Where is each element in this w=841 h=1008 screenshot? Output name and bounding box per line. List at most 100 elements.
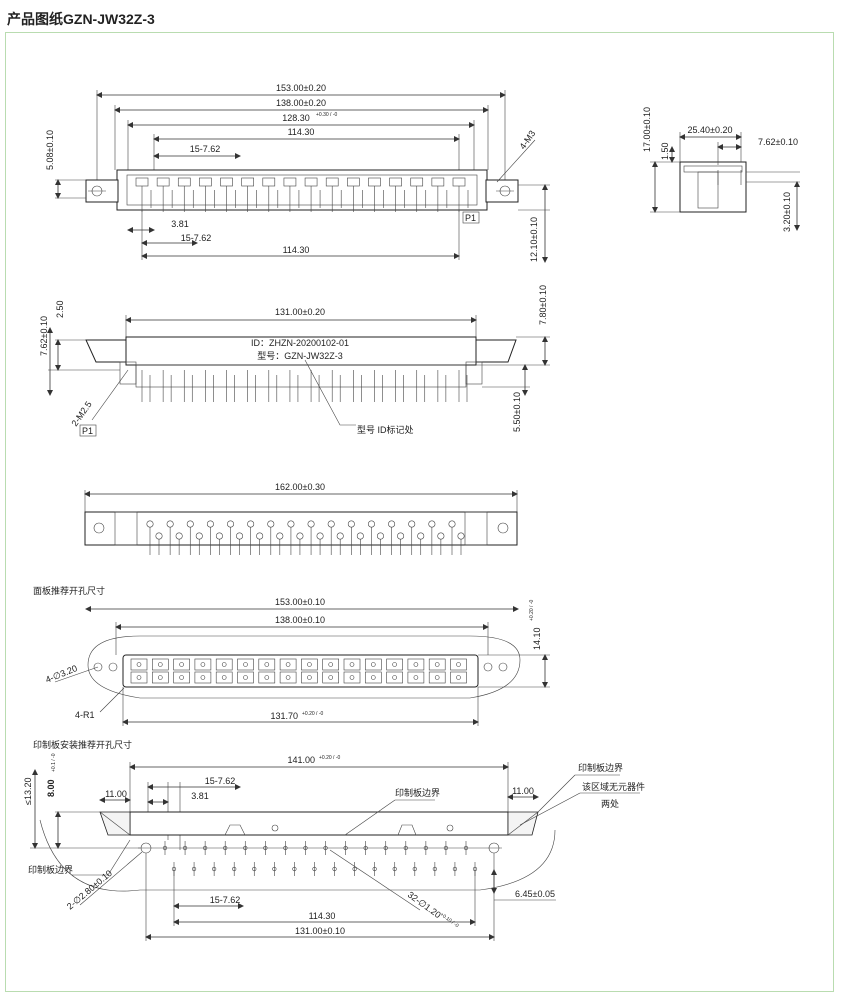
front-pin1-marker: P1 xyxy=(82,426,93,436)
panel-cut-window xyxy=(386,658,403,671)
pcb-dim-8: 8.00 xyxy=(46,779,56,797)
front-model-text: 型号：GZN-JW32Z-3 xyxy=(257,351,343,361)
dim-pins-top: 114.30 xyxy=(288,127,315,137)
panel-cut-window-dot xyxy=(200,675,206,680)
panel-cut-window-dot xyxy=(307,662,312,667)
panel-cut-window-dot xyxy=(179,675,184,680)
pcb-dim-top: 141.00 xyxy=(287,755,315,765)
dim-pins-bottom: 114.30 xyxy=(283,245,310,255)
pcb-dim-13: ≤13.20 xyxy=(23,778,33,805)
pcb-dim-pitch: 15-7.62 xyxy=(205,776,236,786)
side-dim-step: 1.50 xyxy=(660,142,670,160)
front-left-tab xyxy=(85,339,127,363)
pcb-dim-row-spacing: 6.45±0.05 xyxy=(515,889,555,899)
bottom-body xyxy=(84,511,518,546)
bottom-view-pins xyxy=(146,520,465,555)
panel-cut-window-dot xyxy=(221,675,227,680)
panel-cut-window-dot xyxy=(392,675,397,680)
panel-cut-window-dot xyxy=(392,662,397,667)
panel-cut-window-dot xyxy=(434,662,440,667)
panel-cut-window-dot xyxy=(200,662,206,667)
bottom-dim-width: 162.00±0.30 xyxy=(275,482,325,492)
pcb-dim-left-margin: 11.00 xyxy=(105,789,127,799)
panel-cut-window xyxy=(450,671,467,684)
panel-dim-holes: 4-∅3.20 xyxy=(44,663,79,685)
top-view-pins xyxy=(135,177,469,212)
bottom-view xyxy=(84,490,518,555)
panel-cut-window xyxy=(130,658,148,671)
pcb-dim-pin-holes-tol: +0.10 / -0 xyxy=(439,912,460,929)
page-title: 产品图纸GZN-JW32Z-3 xyxy=(7,11,155,27)
panel-cut-window xyxy=(173,671,190,684)
panel-cut-window xyxy=(407,658,425,671)
panel-cut-window-dot xyxy=(456,675,461,680)
panel-cut-window-dot xyxy=(413,662,419,667)
panel-dim-height: 14.10 xyxy=(532,627,542,650)
pcb-dim-top-tol: +0.20 / -0 xyxy=(319,755,340,761)
panel-cut-window-dot xyxy=(264,675,270,680)
panel-cut-window xyxy=(279,658,297,671)
panel-cut-window-dot xyxy=(158,675,163,680)
panel-cut-window-dot xyxy=(370,662,376,667)
panel-dim-radius: 4-R1 xyxy=(75,710,95,720)
panel-dim-height-tol: +0.20 / -0 xyxy=(529,600,535,621)
side-body xyxy=(679,161,747,213)
pcb-boundary xyxy=(39,819,556,892)
pcb-dim-pitch-bottom: 15-7.62 xyxy=(210,895,241,905)
panel-cut-window-dot xyxy=(285,675,291,680)
panel-cut-window xyxy=(364,671,382,684)
label-keepout-count: 两处 xyxy=(601,798,619,809)
label-keepout: 该区域无元器件 xyxy=(582,781,645,792)
panel-cut-window xyxy=(215,671,233,684)
panel-cut-window-dot xyxy=(243,675,248,680)
panel-cut-window xyxy=(301,658,318,671)
dim-pitch-top: 15-7.62 xyxy=(190,144,221,154)
panel-cut-window-dot xyxy=(413,675,419,680)
pcb-dim-offset: 3.81 xyxy=(191,791,209,801)
front-view-pins xyxy=(141,370,468,402)
panel-cut-window xyxy=(428,658,446,671)
front-dim-width: 131.00±0.20 xyxy=(275,307,325,317)
panel-cut-window-dot xyxy=(285,662,291,667)
front-dim-right-top: 7.80±0.10 xyxy=(538,285,548,325)
panel-cut-window-dot xyxy=(370,675,376,680)
panel-cut-window-dot xyxy=(349,662,355,667)
dim-height-right: 12.10±0.10 xyxy=(529,217,539,262)
panel-cut-window xyxy=(322,671,340,684)
panel-cut-window-dot xyxy=(179,662,184,667)
panel-dim-bottom: 131.70 xyxy=(270,711,298,721)
panel-heading: 面板推荐开孔尺寸 xyxy=(33,585,105,596)
front-callout: 型号 ID标记处 xyxy=(357,424,414,435)
front-dim-right-bottom: 5.50±0.10 xyxy=(512,392,522,432)
panel-cut-window xyxy=(343,671,361,684)
panel-cut-window-dot xyxy=(243,662,248,667)
dim-overall: 153.00±0.20 xyxy=(276,83,326,93)
panel-cut-window xyxy=(237,671,254,684)
dim-inner-tol: +0.30 / -0 xyxy=(316,112,337,118)
panel-cut-window xyxy=(279,671,297,684)
panel-cut-window-dot xyxy=(328,662,334,667)
pcb-dim-pins: 114.30 xyxy=(309,911,336,921)
panel-cut-window xyxy=(322,658,340,671)
side-dim-width: 25.40±0.20 xyxy=(688,125,733,135)
panel-cut-window xyxy=(237,658,254,671)
panel-cut-window-dot xyxy=(456,662,461,667)
panel-cut-window xyxy=(343,658,361,671)
panel-dim-mid: 138.00±0.10 xyxy=(275,615,325,625)
panel-cut-window-dot xyxy=(264,662,270,667)
panel-cut-window xyxy=(130,671,148,684)
panel-cut-window-dot xyxy=(136,675,142,680)
panel-cut-window xyxy=(194,671,212,684)
panel-cut-window xyxy=(173,658,190,671)
panel-mount-hole xyxy=(108,662,118,672)
side-dim-bottom: 3.20±0.10 xyxy=(782,192,792,232)
pcb-dim-8-tol: +0.1 / -0 xyxy=(51,753,57,772)
dim-mid: 138.00±0.20 xyxy=(276,98,326,108)
front-dim-left-top: 2.50 xyxy=(55,300,65,318)
panel-cut-window xyxy=(386,671,403,684)
label-pcb-edge-right: 印制板边界 xyxy=(578,762,623,773)
panel-dim-bottom-tol: +0.20 / -0 xyxy=(302,711,323,717)
panel-cut-window-dot xyxy=(434,675,440,680)
pcb-dim-total: 131.00±0.10 xyxy=(295,926,345,936)
